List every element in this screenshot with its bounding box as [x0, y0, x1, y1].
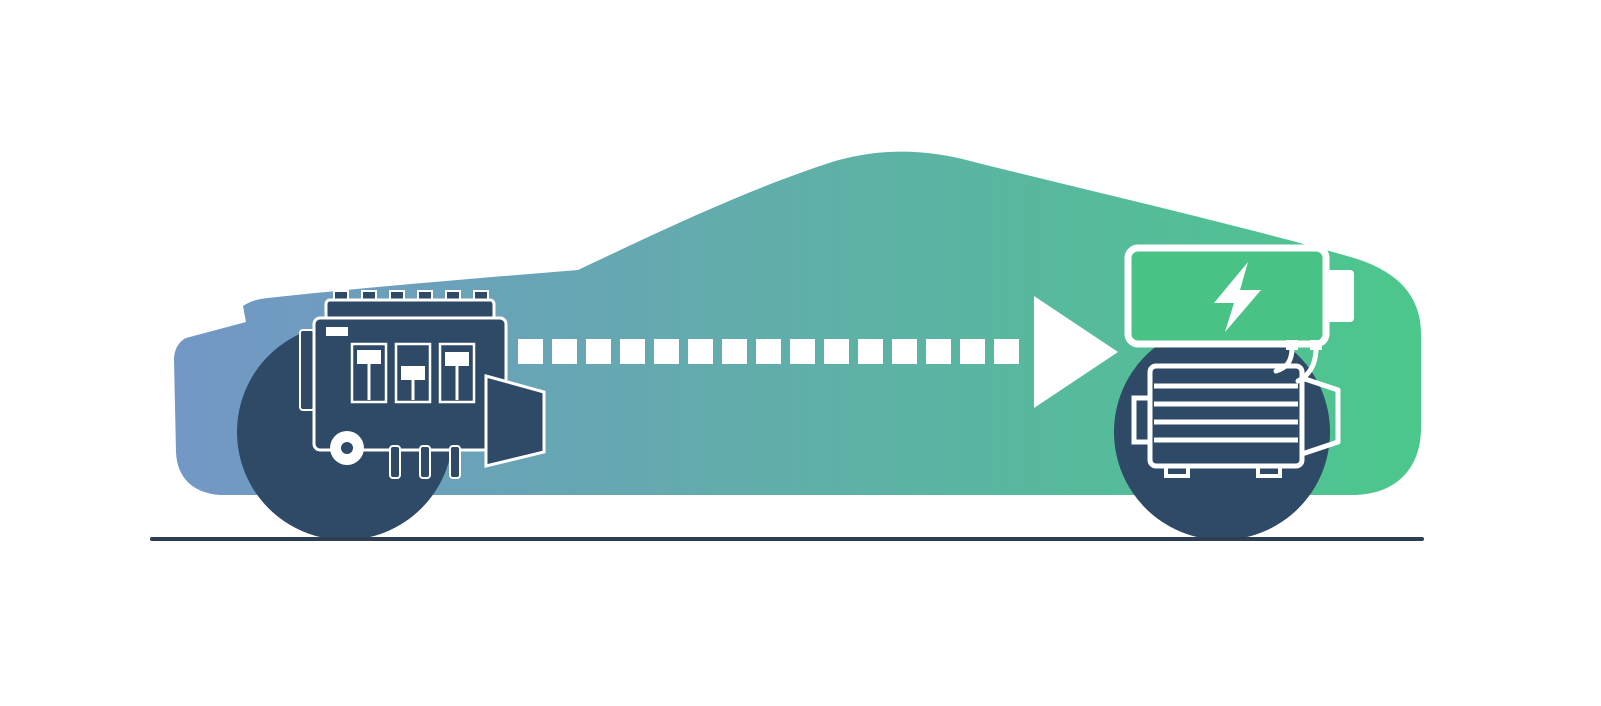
engine-cylinders: [350, 342, 476, 404]
motor-end-cap: [1299, 375, 1341, 457]
motor-fins: [1154, 383, 1298, 443]
engine-intake: [299, 329, 315, 411]
arrow-dash: [654, 339, 679, 364]
engine-pipe: [419, 445, 431, 479]
cable-connector: [1286, 340, 1298, 350]
rear-wheel: [1114, 324, 1330, 540]
motor-foot: [1164, 464, 1190, 478]
motor-foot: [1256, 464, 1282, 478]
arrow-dash: [620, 339, 645, 364]
lightning-bolt-icon: [1214, 262, 1261, 332]
arrow-dash: [552, 339, 577, 364]
arrow-dash: [824, 339, 849, 364]
piston: [357, 350, 381, 364]
engine-pipes: [389, 445, 461, 479]
combustion-engine-icon: [299, 290, 546, 479]
arrow-dash: [688, 339, 713, 364]
battery-icon: [1124, 244, 1354, 348]
arrow-dash: [518, 339, 543, 364]
battery-terminal: [1326, 270, 1354, 322]
arrow-dash: [756, 339, 781, 364]
arrow-dash: [994, 339, 1019, 364]
arrow-dash: [892, 339, 917, 364]
electric-motor-icon: [1131, 340, 1341, 478]
cable-connector: [1310, 340, 1322, 350]
arrow-dash: [586, 339, 611, 364]
engine-pipe: [449, 445, 461, 479]
piston: [401, 366, 425, 380]
arrow-dash: [790, 339, 815, 364]
engine-pipe: [389, 445, 401, 479]
arrow-dash: [960, 339, 985, 364]
arrow-dashes: [518, 339, 1019, 364]
arrow-head: [1034, 296, 1118, 408]
arrow-dash: [858, 339, 883, 364]
engine-badge: [326, 327, 348, 336]
transfer-arrow-icon: [518, 296, 1118, 408]
arrow-dash: [722, 339, 747, 364]
arrow-dash: [926, 339, 951, 364]
piston: [445, 352, 469, 366]
engine-transmission: [484, 374, 546, 468]
engine-pulley-center: [341, 442, 353, 454]
